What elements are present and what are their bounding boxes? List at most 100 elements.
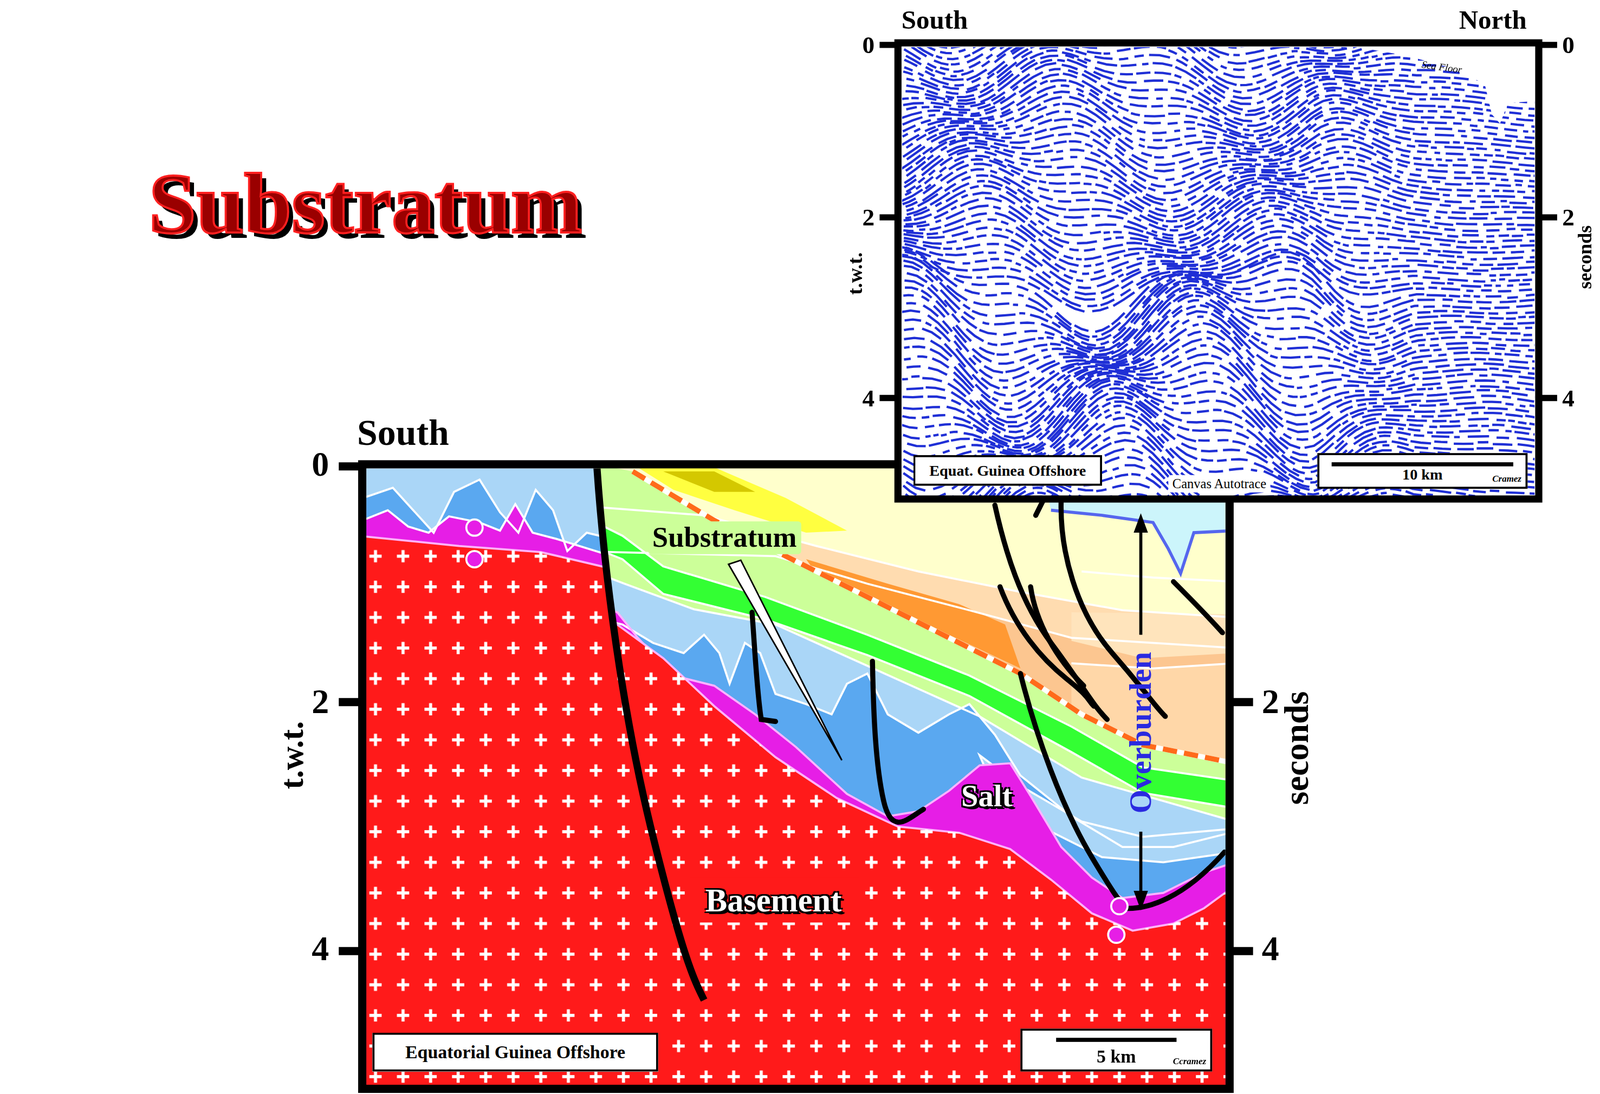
seismic-reflector: [903, 401, 1532, 488]
unit-label: Overburden: [1125, 651, 1156, 814]
illustration-shape: [994, 504, 1107, 719]
seismic-reflector: [903, 218, 1538, 275]
illustration-shape: [1229, 697, 1253, 706]
direction-label: North: [1459, 7, 1527, 34]
illustration-shape: [1538, 394, 1558, 401]
scale-bar: [1331, 462, 1514, 467]
illustration-shape: [366, 535, 1226, 1085]
illustration-shape: [1133, 890, 1148, 911]
scale-box: 5 km Ccramez: [1020, 1028, 1213, 1072]
axis-ticks: [338, 466, 1253, 952]
illustration-shape: [1538, 41, 1558, 48]
illustration-shape: [1139, 525, 1143, 636]
direction-label: South: [901, 7, 969, 34]
scale-length: 5 km: [1096, 1046, 1137, 1066]
seismic-reflector: [906, 47, 1537, 99]
seismic-reflector: [903, 0, 1538, 15]
section-frame: [362, 464, 1230, 1090]
software-note: Canvas Autotrace: [1168, 475, 1271, 493]
seismic-reflector: [907, 0, 1536, 18]
scale-box: 10 kmCramez: [1317, 452, 1528, 489]
seismic-frame: [897, 42, 1539, 500]
axis-title: t.w.t.: [275, 721, 308, 790]
seismic-reflector: [903, 0, 1537, 28]
scale-length: 10 km: [1402, 467, 1443, 483]
caption-text: Equat. Guinea Offshore: [929, 462, 1086, 478]
seismic-ticks: [879, 44, 1558, 399]
seismic-reflector: [902, 80, 1537, 136]
seismic-reflector: [905, 492, 1537, 579]
illustration-shape: [879, 41, 898, 48]
unit-label: Salt: [961, 780, 1013, 812]
illustration-shape: [1173, 581, 1223, 633]
caption-box: Equat. Guinea Offshore: [913, 455, 1103, 486]
seismic-reflector: [903, 412, 1537, 500]
illustration-shape: [466, 519, 483, 536]
illustration-shape: [1229, 947, 1253, 956]
illustration-shape: [571, 551, 1235, 649]
illustration-shape: [872, 661, 924, 822]
axis-number: 2: [1261, 684, 1280, 720]
axis-title: t.w.t.: [844, 251, 866, 295]
seismic-reflector: [904, 236, 1538, 295]
illustration-shape: [338, 462, 362, 471]
caption-box: Equatorial Guinea Offshore: [372, 1032, 658, 1072]
seismic-reflector: [904, 496, 1538, 583]
seismic-reflector: [904, 146, 1537, 200]
axis-number: 0: [311, 447, 329, 482]
seismic-reflector: [903, 208, 1536, 260]
illustration-shape: [1108, 926, 1125, 943]
axis-number: 4: [1261, 931, 1280, 967]
seismic-reflector: [903, 291, 1537, 364]
seismic-reflector: [905, 185, 1537, 240]
illustration-shape: [1111, 897, 1128, 915]
scale-bar: [1056, 1037, 1177, 1042]
illustration-shape: [879, 394, 898, 401]
illustration-shape: [1139, 831, 1143, 898]
axis-title: seconds: [1279, 690, 1315, 805]
seismic-reflector: [902, 449, 1537, 529]
illustration-shape: [338, 697, 362, 706]
axis-number: 2: [862, 205, 875, 230]
seismic-reflector: [902, 0, 1537, 34]
axis-title: seconds: [1575, 225, 1595, 289]
illustration-shape: [466, 551, 483, 568]
seismic-reflector: [901, 0, 1537, 8]
axis-number: 2: [1562, 205, 1575, 230]
illustration-shape: [1081, 571, 1235, 582]
axis-number: 0: [862, 32, 875, 57]
axis-number: 2: [311, 684, 329, 720]
seismic-reflector: [903, 2, 1537, 60]
basement-block: [366, 468, 1226, 1085]
axis-number: 4: [862, 385, 875, 411]
seismic-reflector: [903, 397, 1536, 483]
slide-title: Substratum: [148, 161, 582, 248]
seismic-reflector: [903, 316, 1537, 404]
axis-number: 0: [1562, 32, 1575, 57]
illustration-shape: [1133, 513, 1148, 533]
caption-text: Equatorial Guinea Offshore: [405, 1043, 626, 1062]
seismic-reflector: [901, 480, 1537, 562]
author-mark: Ccramez: [1173, 1057, 1207, 1067]
illustration-shape: [1000, 586, 1094, 706]
illustration-shape: [1051, 510, 1235, 574]
seismic-reflector: [905, 23, 1531, 76]
unit-label: Substratum: [648, 521, 801, 554]
direction-label: South: [357, 414, 450, 452]
illustration-shape: [1030, 586, 1084, 686]
seismic-reflector: [907, 119, 1538, 165]
seismic-reflector: [901, 378, 1538, 456]
illustration-shape: [338, 947, 362, 956]
illustration-shape: [1538, 214, 1558, 220]
seismic-reflector: [905, 132, 1537, 180]
illustration-shape: [879, 214, 898, 220]
seismic-reflector: [902, 85, 1537, 139]
illustration-shape: [663, 471, 755, 492]
axis-number: 4: [311, 931, 329, 967]
seismic-reflector: [906, 439, 1537, 523]
seismic-panel: [897, 42, 1539, 500]
seismic-reflector: [902, 501, 1538, 588]
callout-pointer: [728, 560, 842, 761]
seismic-reflector: [904, 0, 1537, 40]
